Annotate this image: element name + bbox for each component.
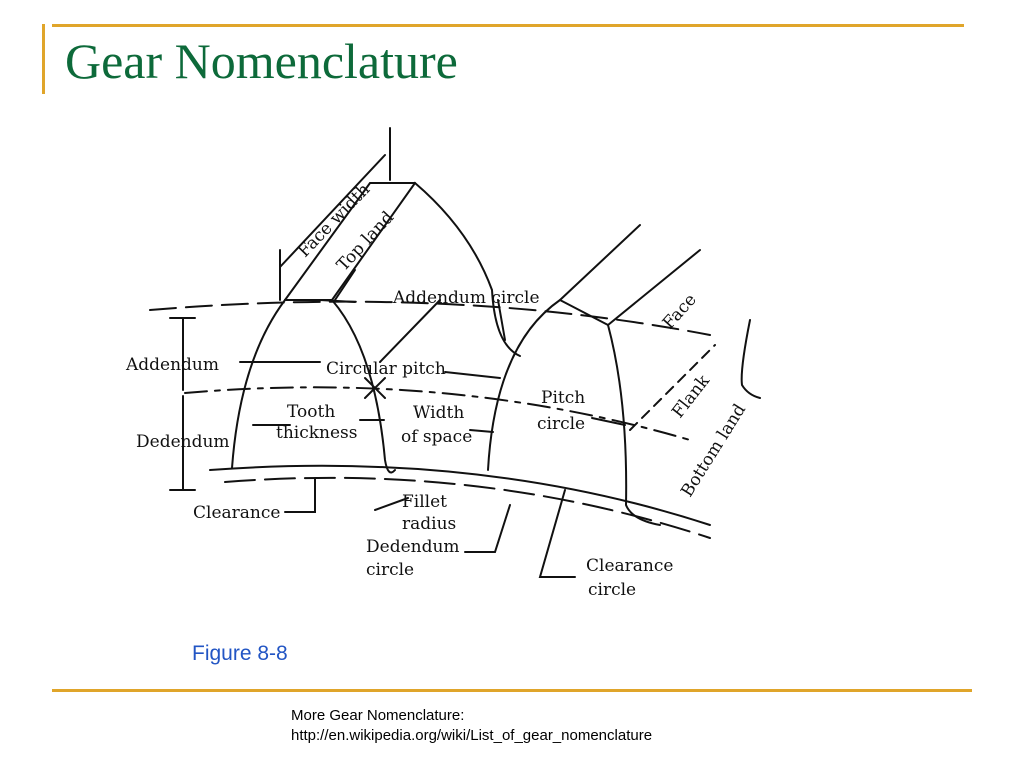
clearance-circle-label-1: Clearance <box>586 556 673 576</box>
dedendum-label: Dedendum <box>136 432 230 452</box>
footnote-link[interactable]: http://en.wikipedia.org/wiki/List_of_gea… <box>291 727 653 744</box>
flank-dash <box>629 344 716 431</box>
addendum-circle-label: Addendum circle <box>392 288 540 308</box>
clearance-label: Clearance <box>193 503 280 523</box>
dedendum-circle-line <box>209 464 711 526</box>
addendum-dim <box>169 317 196 391</box>
face-width-dim <box>279 154 386 268</box>
leader-top-land <box>334 269 356 301</box>
tooth-profile-right <box>331 299 396 474</box>
fillet-radius-label-1: Fillet <box>402 492 447 512</box>
face-label: Face <box>659 290 701 333</box>
circular-pitch-dim <box>239 361 501 379</box>
width-of-space-label-1: Width <box>413 403 464 423</box>
tooth-back-face <box>331 181 521 357</box>
dedendum-dim <box>169 395 196 491</box>
top-land-back <box>284 182 416 301</box>
footnote: More Gear Nomenclature: http://en.wikipe… <box>291 706 652 746</box>
slide-title: Gear Nomenclature <box>65 33 458 89</box>
clearance-circle-label-2: circle <box>588 580 636 600</box>
dedendum-circle-label-2: circle <box>366 560 414 580</box>
circular-pitch-label: Circular pitch <box>326 359 446 379</box>
tooth-profile-left <box>231 299 286 469</box>
addendum-circle-line <box>149 300 711 336</box>
width-of-space-label-2: of space <box>401 427 472 447</box>
top-rule <box>52 24 964 27</box>
back-tooth-edge <box>740 319 761 399</box>
bottom-rule <box>52 689 972 692</box>
gear-nomenclature-diagram: Face width Top land Addendum circle Face… <box>100 118 800 628</box>
tooth2-back <box>559 224 641 301</box>
pitch-circle-label-1: Pitch <box>541 388 585 408</box>
tooth2-back2 <box>607 249 701 326</box>
tooth2-profile-right <box>607 324 661 526</box>
left-rule <box>42 24 45 94</box>
tooth-thickness-label-1: Tooth <box>287 402 335 422</box>
tooth-thickness-label-2: thickness <box>276 423 358 443</box>
clearance-circle-line <box>224 476 711 539</box>
fillet-radius-label-2: radius <box>402 514 456 534</box>
footnote-line-1: More Gear Nomenclature: <box>291 707 465 724</box>
figure-caption: Figure 8-8 <box>192 642 288 665</box>
tooth2-profile-left <box>487 298 609 471</box>
flank-label: Flank <box>668 371 714 422</box>
addendum-label: Addendum <box>125 355 219 375</box>
dedendum-circle-label-1: Dedendum <box>366 537 460 557</box>
pitch-circle-label-2: circle <box>537 414 585 434</box>
